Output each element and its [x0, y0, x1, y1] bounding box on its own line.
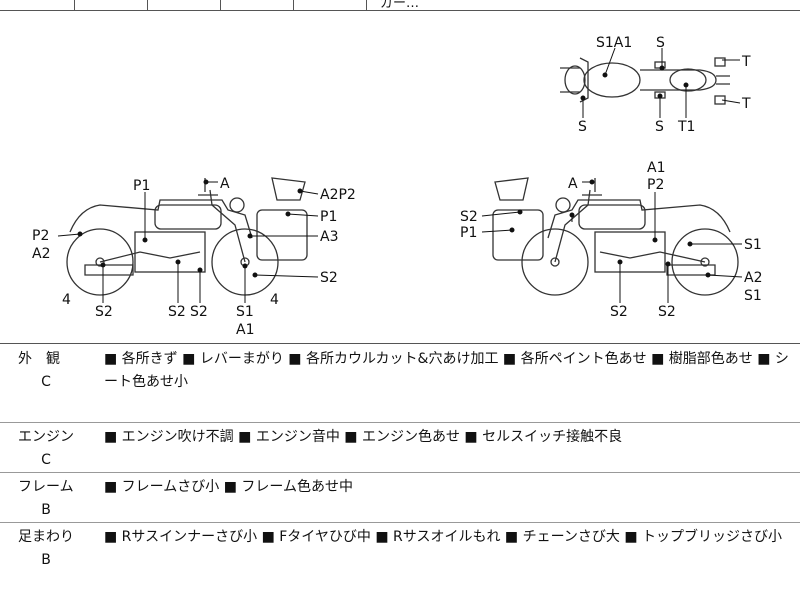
row-category: フレーム B [18, 476, 78, 518]
right-side-motorcycle [492, 177, 739, 296]
top-view-motorcycle [560, 57, 730, 105]
item: ■ エンジン吹け不調 [104, 429, 234, 445]
label-right-p1: P1 [460, 225, 477, 241]
header-cell [147, 0, 221, 10]
label-top-s: S [578, 119, 587, 135]
header-cell [220, 0, 294, 10]
label-top-s1a1: S1A1 [596, 35, 632, 51]
item: ■ 樹脂部色あせ [651, 351, 753, 367]
row-exterior: 外 観 C ■ 各所きず ■ レバーまがり ■ 各所カウルカット&穴あけ加工 ■… [0, 344, 800, 423]
label-left-s2: S2 [190, 304, 208, 320]
header-fragment: ガー… [380, 0, 420, 11]
item: ■ セルスイッチ接触不良 [464, 429, 623, 445]
label-left-a: A [220, 176, 230, 192]
row-name: エンジン [18, 429, 74, 445]
row-items: ■ エンジン吹け不調 ■ エンジン音中 ■ エンジン色あせ ■ セルスイッチ接触… [104, 426, 794, 449]
row-category: 外 観 C [18, 348, 78, 390]
label-right-s2: S2 [658, 304, 676, 320]
row-grade: B [41, 552, 51, 568]
top-table-strip: ガー… [0, 0, 800, 11]
label-left-a3: A3 [320, 229, 338, 245]
damage-diagram: S1A1 S T T S S T1 P1 A A2P2 P1 A3 P2 A2 … [0, 10, 800, 344]
row-suspension: 足まわり B ■ Rサスインナーさび小 ■ Fタイヤひび中 ■ Rサスオイルもれ… [0, 522, 800, 600]
label-top-s: S [656, 35, 665, 51]
item: ■ 各所カウルカット&穴あけ加工 [288, 351, 499, 367]
motorcycle-diagram-svg: S1A1 S T T S S T1 P1 A A2P2 P1 A3 P2 A2 … [32, 35, 762, 338]
item: ■ シート色あせ小 [104, 351, 789, 390]
label-top-t: T [741, 96, 751, 112]
item: ■ Rサスオイルもれ [375, 529, 501, 545]
label-left-s1: S1 [236, 304, 254, 320]
label-left-4: 4 [62, 292, 71, 308]
label-left-a2: A2 [32, 246, 50, 262]
item: ■ トップブリッジさび小 [624, 529, 783, 545]
item: ■ Rサスインナーさび小 [104, 529, 258, 545]
row-name: 足まわり [18, 529, 74, 545]
row-frame: フレーム B ■ フレームさび小 ■ フレーム色あせ中 [0, 472, 800, 523]
item: ■ フレームさび小 [104, 479, 220, 495]
label-right-s1: S1 [744, 288, 762, 304]
header-cell [293, 0, 367, 10]
row-grade: B [41, 502, 51, 518]
label-left-a1: A1 [236, 322, 254, 338]
header-cell [0, 0, 75, 10]
label-left-p1: P1 [320, 209, 337, 225]
label-left-a2p2: A2P2 [320, 187, 356, 203]
label-right-s2: S2 [610, 304, 628, 320]
row-name: 外 観 [18, 351, 60, 367]
label-right-a1: A1 [647, 160, 665, 176]
row-items: ■ フレームさび小 ■ フレーム色あせ中 [104, 476, 794, 499]
row-items: ■ Rサスインナーさび小 ■ Fタイヤひび中 ■ Rサスオイルもれ ■ チェーン… [104, 526, 794, 549]
label-left-s2: S2 [168, 304, 186, 320]
label-left-p2: P2 [32, 228, 49, 244]
item: ■ エンジン音中 [238, 429, 340, 445]
row-items: ■ 各所きず ■ レバーまがり ■ 各所カウルカット&穴あけ加工 ■ 各所ペイン… [104, 348, 794, 394]
row-name: フレーム [18, 479, 74, 495]
item: ■ フレーム色あせ中 [223, 479, 353, 495]
item: ■ レバーまがり [182, 351, 284, 367]
label-right-s2: S2 [460, 209, 478, 225]
row-category: 足まわり B [18, 526, 78, 568]
row-engine: エンジン C ■ エンジン吹け不調 ■ エンジン音中 ■ エンジン色あせ ■ セ… [0, 422, 800, 473]
label-top-s: S [655, 119, 664, 135]
item: ■ 各所ペイント色あせ [502, 351, 647, 367]
row-grade: C [41, 452, 51, 468]
row-category: エンジン C [18, 426, 78, 468]
row-grade: C [41, 374, 51, 390]
label-top-t: T [741, 54, 751, 70]
label-top-t1: T1 [677, 119, 695, 135]
label-left-4: 4 [270, 292, 279, 308]
label-right-p2: P2 [647, 177, 664, 193]
item: ■ Fタイヤひび中 [261, 529, 371, 545]
label-left-s2: S2 [320, 270, 338, 286]
label-right-a: A [568, 176, 578, 192]
label-left-p1: P1 [133, 178, 150, 194]
label-right-s1: S1 [744, 237, 762, 253]
item: ■ チェーンさび大 [504, 529, 620, 545]
item: ■ エンジン色あせ [344, 429, 460, 445]
item: ■ 各所きず [104, 351, 178, 367]
label-right-a2: A2 [744, 270, 762, 286]
label-left-s2: S2 [95, 304, 113, 320]
header-cell [74, 0, 148, 10]
